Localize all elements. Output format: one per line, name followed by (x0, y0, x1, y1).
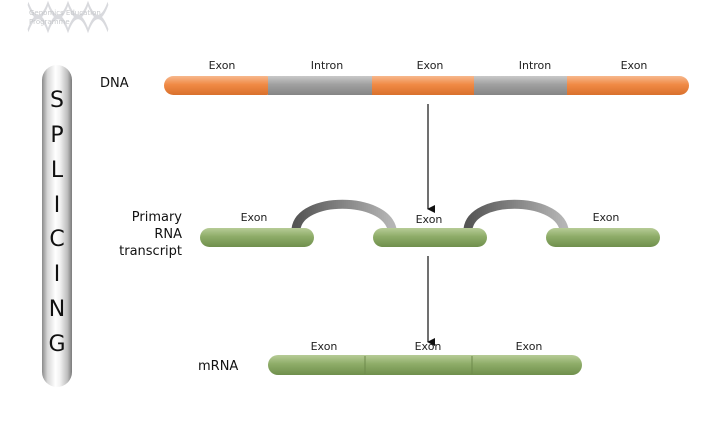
title-letter: L (50, 157, 64, 183)
label-line: RNA (154, 227, 182, 242)
logo-text-line1: Genomics Education (29, 9, 101, 17)
dna-exon-2 (372, 76, 484, 95)
logo-text-line2: Programme (29, 18, 70, 26)
title-letter: G (48, 331, 66, 357)
dna-segment-label: Exon (208, 59, 236, 72)
dna-label: DNA (100, 76, 129, 91)
primary-exon-label: Exon (415, 213, 443, 226)
mrna-exon-label: Exon (414, 340, 442, 353)
dna-intron-1 (268, 76, 380, 95)
dna-segment-label: Intron (310, 59, 344, 72)
mrna-label: mRNA (198, 359, 239, 374)
dna-strand (164, 76, 689, 95)
intron-loop-2 (463, 199, 569, 231)
splicing-title-bar (42, 65, 72, 387)
dna-helix-icon (27, 0, 109, 34)
primary-rna-transcript-label: Primary RNA transcript (100, 209, 182, 260)
title-letter: C (49, 227, 65, 253)
label-line: transcript (119, 244, 182, 259)
title-letter: N (48, 297, 66, 323)
title-letter: I (53, 192, 61, 218)
title-letter: I (53, 262, 61, 288)
title-letter: P (50, 122, 64, 148)
splicing-title: S P L I C I N G (42, 88, 72, 358)
mrna-exon-label: Exon (515, 340, 543, 353)
primary-exon-1 (200, 228, 314, 247)
primary-exon-2 (373, 228, 487, 247)
dna-intron-2 (474, 76, 586, 95)
intron-loop-1 (291, 199, 397, 231)
label-line: Primary (131, 210, 182, 225)
dna-segment-label: Intron (518, 59, 552, 72)
dna-exon-3 (577, 76, 689, 95)
primary-exon-3 (546, 228, 660, 247)
dna-segment-label: Exon (620, 59, 648, 72)
mrna-exon-label: Exon (310, 340, 338, 353)
primary-exon-label: Exon (240, 211, 268, 224)
mrna-strand (268, 355, 582, 375)
primary-exon-label: Exon (592, 211, 620, 224)
dna-exon-1 (164, 76, 276, 95)
dna-segment-label: Exon (416, 59, 444, 72)
title-letter: S (50, 88, 64, 113)
